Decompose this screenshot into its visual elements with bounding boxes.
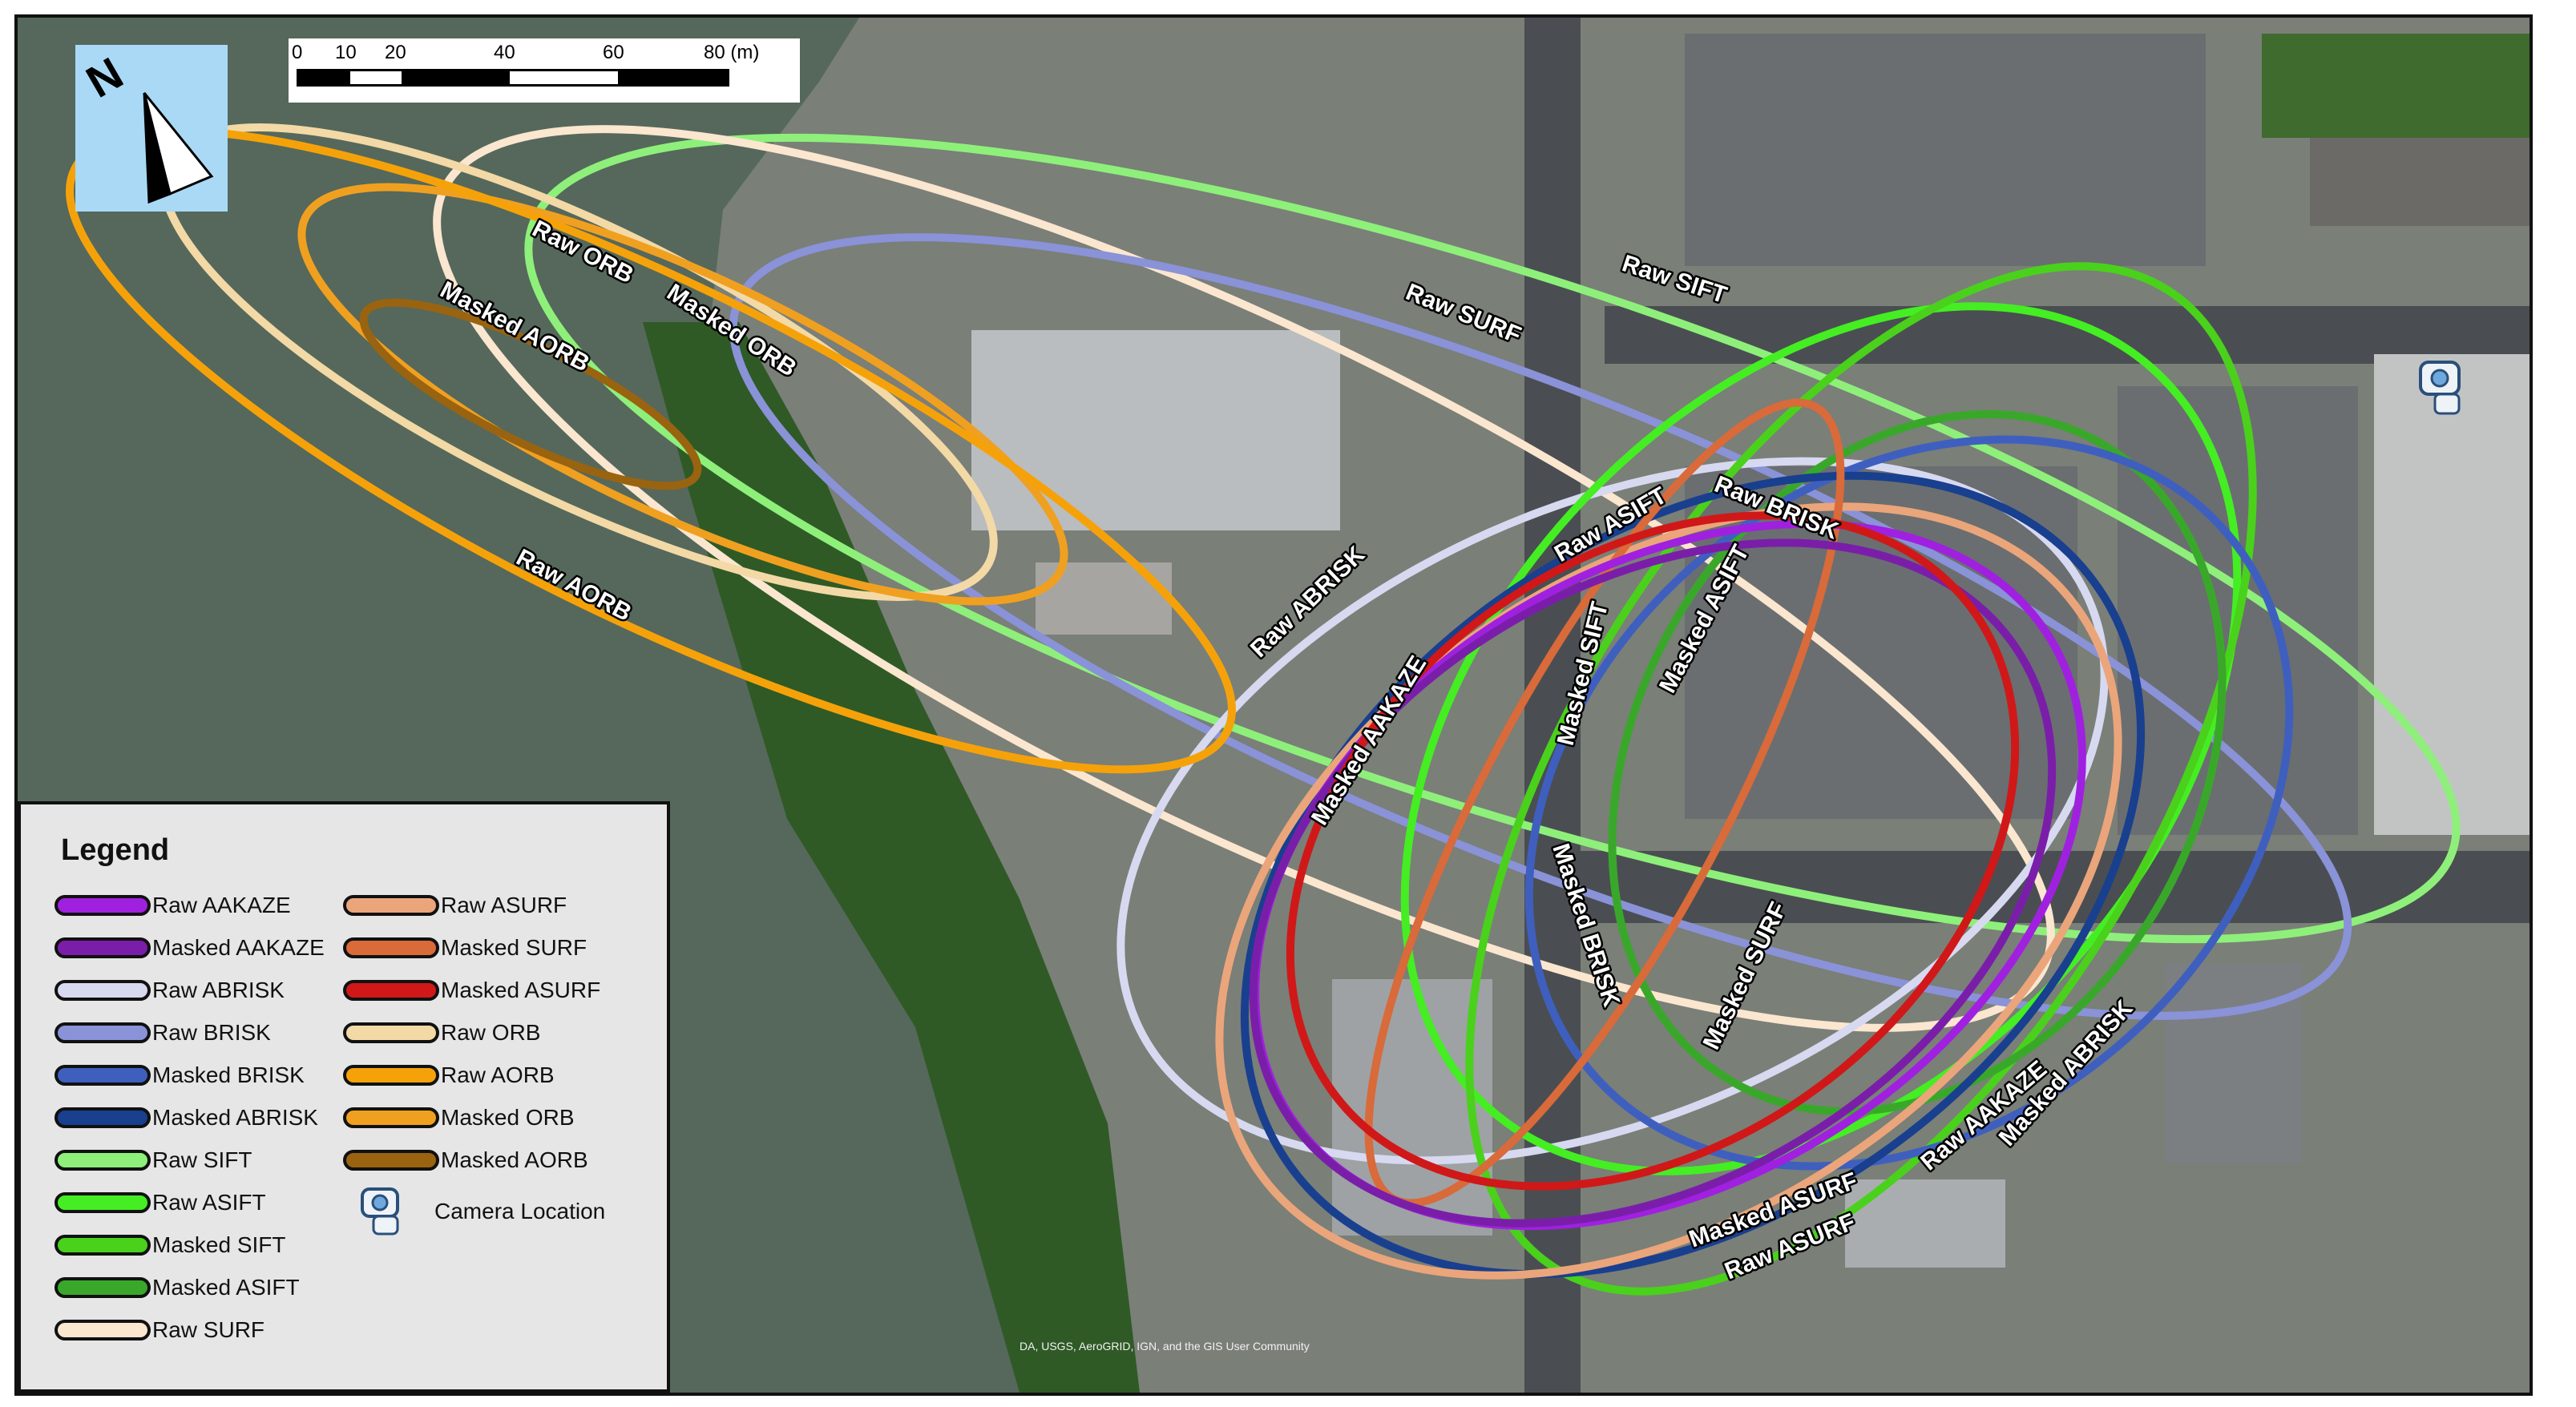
legend-swatch (55, 1192, 151, 1213)
map-frame: Raw ORB Masked ORB Masked AORB Raw AORB … (14, 14, 2533, 1396)
legend-label: Masked ASIFT (152, 1275, 300, 1300)
legend-label: Masked SURF (441, 935, 587, 960)
camera-lens (2430, 369, 2449, 388)
vegetation-north-strip (2262, 34, 2530, 138)
building-south-3 (1845, 1179, 2005, 1268)
scale-tick-20: 20 (385, 42, 406, 63)
legend-swatch (55, 1235, 151, 1256)
ellipse-masked-abrisk[interactable] (1093, 311, 2293, 1393)
legend-label: Masked ORB (441, 1105, 575, 1130)
ellipse-masked-brisk[interactable] (1384, 289, 2435, 1316)
legend-label: Masked ABRISK (152, 1105, 318, 1130)
legend-label: Masked BRISK (152, 1062, 305, 1087)
legend-item-raw-orb: Raw ORB (343, 1017, 540, 1049)
legend-swatch (343, 1022, 439, 1043)
legend-label: Masked AAKAZE (152, 935, 325, 960)
north-arrow: N (75, 45, 228, 212)
legend-swatch (55, 1277, 151, 1298)
ellipse-raw-abrisk[interactable] (1013, 321, 2213, 1300)
legend-title: Legend (61, 833, 170, 867)
north-arrow-icon (143, 92, 214, 204)
legend-label: Raw ASIFT (152, 1190, 266, 1215)
map-canvas[interactable]: Raw ORB Masked ORB Masked AORB Raw AORB … (18, 18, 2530, 1393)
legend-item-masked-aakaze: Masked AAKAZE (55, 932, 325, 964)
ellipse-masked-aorb[interactable] (344, 270, 717, 518)
legend-item-masked-surf: Masked SURF (343, 932, 587, 964)
legend-swatch (343, 980, 439, 1001)
legend-item-raw-asurf: Raw ASURF (343, 889, 567, 921)
ellipse-masked-asift[interactable] (1490, 304, 2344, 1223)
camera-icon (361, 1187, 399, 1236)
legend-swatch (343, 895, 439, 916)
legend-swatch (55, 895, 151, 916)
legend-label: Raw BRISK (152, 1020, 271, 1045)
legend-label: Raw AORB (441, 1062, 555, 1087)
legend-swatch (55, 1107, 151, 1128)
legend-item-raw-asift: Raw ASIFT (55, 1187, 266, 1219)
legend-label: Masked AORB (441, 1147, 588, 1172)
camera-stand (2433, 393, 2461, 415)
ellipse-masked-aakaze[interactable] (1129, 402, 2177, 1364)
scale-tick-40: 40 (494, 42, 515, 63)
legend-item-raw-aakaze: Raw AAKAZE (55, 889, 291, 921)
legend-item-masked-aorb: Masked AORB (343, 1144, 588, 1176)
parking-lot-north (1685, 34, 2206, 266)
legend-panel: Legend Raw AAKAZE Masked AAKAZE Raw ABRI… (18, 801, 670, 1393)
legend-label: Raw ORB (441, 1020, 541, 1045)
legend-swatch (55, 937, 151, 958)
legend-label: Raw SURF (152, 1317, 265, 1342)
legend-item-masked-asurf: Masked ASURF (343, 974, 600, 1006)
scale-seg-3 (618, 71, 727, 84)
legend-item-raw-brisk: Raw BRISK (55, 1017, 271, 1049)
scale-bar: 0 10 20 40 60 80 (m) (289, 38, 800, 103)
scale-tick-10: 10 (335, 42, 357, 63)
legend-swatch (55, 1065, 151, 1086)
building-south-1 (1332, 979, 1492, 1236)
legend-swatch (343, 937, 439, 958)
scale-tick-60: 60 (603, 42, 624, 63)
legend-camera-location: Camera Location (356, 1186, 605, 1237)
legend-label: Raw AAKAZE (152, 893, 291, 917)
scale-bar-strip (297, 69, 729, 87)
legend-item-masked-sift: Masked SIFT (55, 1229, 285, 1261)
building-main (971, 330, 1340, 530)
legend-swatch (55, 1320, 151, 1340)
ellipse-raw-aorb[interactable] (18, 18, 1301, 883)
legend-swatch (55, 1022, 151, 1043)
legend-label: Masked SIFT (152, 1232, 286, 1257)
legend-label: Raw SIFT (152, 1147, 252, 1172)
legend-item-masked-abrisk: Masked ABRISK (55, 1102, 318, 1134)
building-northeast (2310, 138, 2530, 226)
legend-swatch (343, 1065, 439, 1086)
legend-swatch (343, 1107, 439, 1128)
building-east (2374, 354, 2530, 835)
legend-label: Raw ABRISK (152, 978, 285, 1002)
ellipse-raw-asift[interactable] (1238, 144, 2404, 1333)
ellipse-masked-orb[interactable] (254, 109, 1111, 679)
legend-swatch (55, 1150, 151, 1171)
legend-item-raw-aorb: Raw AORB (343, 1059, 555, 1091)
legend-label: Raw ASURF (441, 893, 567, 917)
legend-camera-label: Camera Location (434, 1199, 606, 1224)
legend-swatch (343, 1150, 439, 1171)
legend-item-raw-sift: Raw SIFT (55, 1144, 252, 1176)
scale-seg-2 (402, 71, 510, 84)
ellipse-masked-asurf[interactable] (1159, 377, 2146, 1324)
legend-item-raw-abrisk: Raw ABRISK (55, 974, 285, 1006)
legend-item-masked-orb: Masked ORB (343, 1102, 575, 1134)
scale-seg-1 (299, 71, 350, 84)
legend-item-masked-asift: Masked ASIFT (55, 1272, 300, 1304)
legend-label: Masked ASURF (441, 978, 601, 1002)
attribution-credits: DA, USGS, AeroGRID, IGN, and the GIS Use… (1019, 1340, 1310, 1353)
scale-tick-80: 80 (m) (704, 42, 760, 63)
ellipse-raw-sift[interactable] (450, 18, 2530, 1102)
building-south-2 (2166, 963, 2302, 1163)
camera-location-marker[interactable] (2419, 361, 2461, 415)
legend-swatch (55, 980, 151, 1001)
legend-item-masked-brisk: Masked BRISK (55, 1059, 305, 1091)
accuracy-ellipses (18, 18, 2530, 1393)
scale-tick-0: 0 (292, 42, 303, 63)
legend-item-raw-surf: Raw SURF (55, 1314, 264, 1346)
